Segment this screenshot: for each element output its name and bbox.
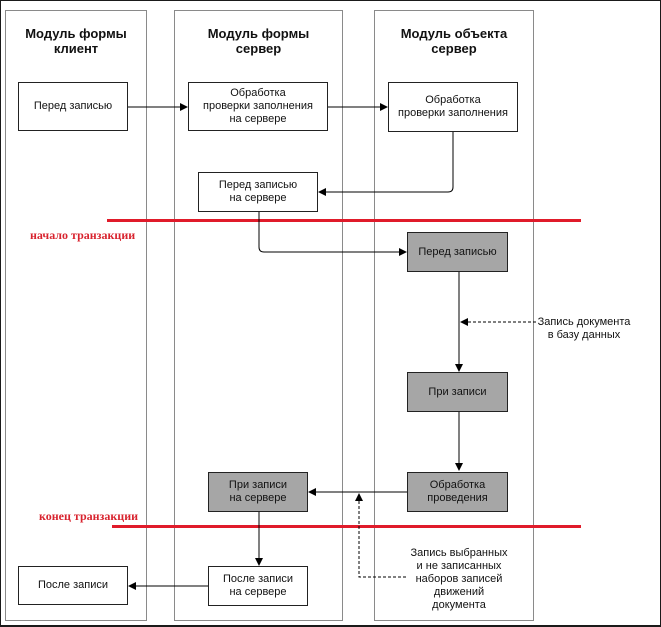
lane-object-server: Модуль объекта сервер (374, 10, 534, 621)
lane-title-form-server: Модуль формы сервер (207, 26, 310, 56)
box-before-write: Перед записью (18, 82, 128, 131)
arrow-fill-check-to-before-write-server (318, 132, 454, 196)
lane-form-server: Модуль формы сервер (174, 10, 343, 621)
box-after-write-server: После записи на сервере (208, 566, 308, 606)
note-db-write: Запись документа в базу данных (537, 316, 631, 341)
box-before-write-object: Перед записью (407, 232, 508, 272)
box-fill-check-server: Обработка проверки заполнения на сервере (188, 82, 328, 131)
transaction-start-label: начало транзакции (30, 228, 136, 242)
box-posting: Обработка проведения (407, 472, 508, 512)
box-on-write: При записи (407, 372, 508, 412)
lane-title-form-client: Модуль формы клиент (25, 26, 127, 56)
lane-title-object-server: Модуль объекта сервер (400, 26, 508, 56)
dashed-arrow-records-write (355, 493, 406, 578)
lane-form-client: Модуль формы клиент (5, 10, 147, 621)
arrow-before-write-server-to-before-write-object (258, 212, 407, 256)
transaction-start-line (107, 219, 581, 222)
transaction-end-label: конец транзакции (39, 509, 139, 523)
transaction-end-line (112, 525, 581, 528)
note-records-write: Запись выбранных и не записанных наборов… (410, 547, 508, 611)
box-before-write-server: Перед записью на сервере (198, 172, 318, 212)
box-after-write: После записи (18, 566, 128, 605)
box-fill-check: Обработка проверки заполнения (388, 82, 518, 132)
box-on-write-server: При записи на сервере (208, 472, 308, 512)
